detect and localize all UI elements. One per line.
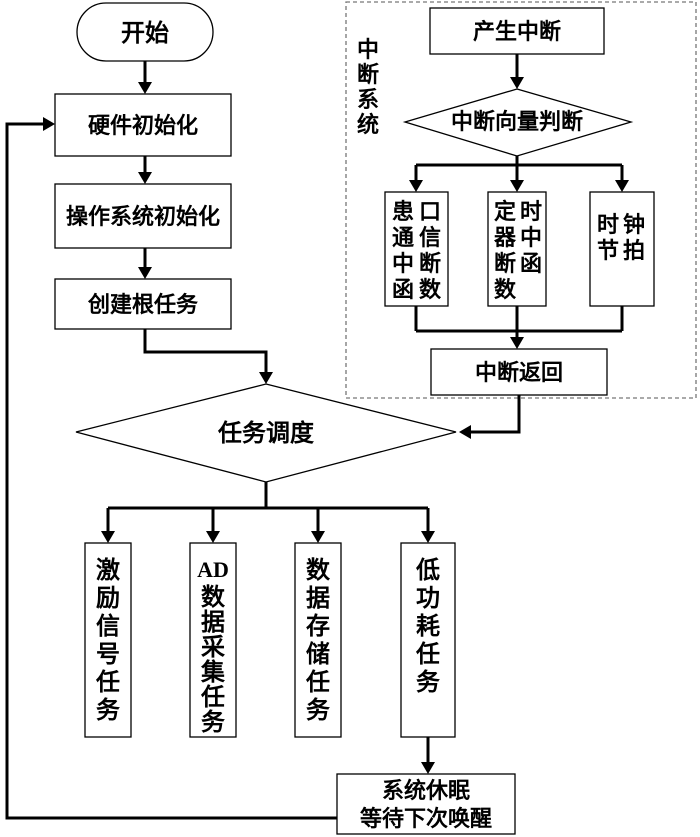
handler-serial-comm-interrupt: 患 通 中 函 口 信 断 数 bbox=[384, 191, 449, 307]
task-char: 集 bbox=[200, 658, 226, 686]
handler-char: 拍 bbox=[623, 238, 645, 263]
task-excitation-signal: 激 励 信 号 任 务 bbox=[84, 542, 132, 738]
handler-char: 患 bbox=[392, 199, 414, 224]
arrow-return-to-schedule-head bbox=[459, 425, 471, 439]
handler-char: 函 bbox=[392, 277, 414, 302]
task-data-storage: 数 据 存 储 任 务 bbox=[294, 542, 342, 738]
interrupt-return-label: 中断返回 bbox=[475, 360, 563, 385]
arrow-return-to-schedule bbox=[470, 395, 521, 434]
handler-char: 定 bbox=[494, 199, 516, 224]
interrupt-system-group bbox=[345, 1, 697, 399]
arrow-to-task-1-head bbox=[101, 531, 115, 543]
generate-interrupt-label: 产生中断 bbox=[473, 19, 561, 44]
handler-char: 时 bbox=[520, 199, 542, 224]
interrupt-system-title-char: 统 bbox=[357, 112, 379, 137]
arrow-hw-to-os-head bbox=[138, 172, 152, 184]
task-char: 信 bbox=[96, 612, 120, 640]
task-char: 务 bbox=[96, 696, 121, 724]
arrow-to-return-head bbox=[510, 337, 524, 349]
task-char: 存 bbox=[306, 613, 330, 640]
task-char: 务 bbox=[201, 708, 226, 736]
interrupt-system-title-char: 中 bbox=[357, 37, 379, 62]
task-scheduling-decision: 任务调度 bbox=[75, 383, 457, 483]
task-char: 任 bbox=[200, 683, 225, 711]
handler-char: 中 bbox=[520, 225, 542, 250]
start-node: 开始 bbox=[76, 2, 214, 62]
handler-char: 数 bbox=[419, 277, 442, 302]
create-root-task-node: 创建根任务 bbox=[54, 278, 232, 330]
system-sleep-node: 系统休眠 等待下次唤醒 bbox=[336, 773, 516, 835]
os-init-label: 操作系统初始化 bbox=[66, 204, 220, 229]
handler-char: 断 bbox=[419, 251, 441, 276]
task-low-power: 低 功 耗 任 务 bbox=[400, 542, 456, 738]
loop-back-line bbox=[5, 122, 337, 820]
arrow-os-to-root-head bbox=[138, 267, 152, 279]
task-char: 数 bbox=[306, 557, 331, 584]
task-char: 激 bbox=[96, 556, 120, 584]
arrow-to-handler-2-head bbox=[510, 180, 524, 192]
handler-timer-interrupt: 定 器 断 数 时 中 函 bbox=[487, 191, 547, 307]
interrupt-system-title: 中 断 系 统 bbox=[357, 37, 379, 137]
arrow-lowpower-to-sleep-head bbox=[421, 762, 435, 774]
task-char: 耗 bbox=[416, 613, 440, 640]
handler-char: 通 bbox=[392, 225, 414, 250]
task-char: 储 bbox=[306, 640, 330, 668]
handler-char: 信 bbox=[419, 225, 441, 250]
task-char: 任 bbox=[95, 668, 120, 696]
arrow-root-to-schedule-head bbox=[259, 372, 273, 384]
task-char: 任 bbox=[305, 668, 330, 696]
task-char: 据 bbox=[306, 585, 330, 612]
task-char: 采 bbox=[201, 634, 225, 661]
handler-char: 口 bbox=[419, 199, 441, 224]
task-char: 任 bbox=[415, 640, 440, 668]
handler-char: 器 bbox=[493, 225, 517, 250]
handler-char: 中 bbox=[392, 251, 414, 276]
task-char: 务 bbox=[306, 696, 331, 724]
handler-char: 节 bbox=[597, 238, 619, 263]
loop-back-head bbox=[43, 117, 55, 131]
generate-interrupt-node: 产生中断 bbox=[429, 7, 605, 55]
task-char: 低 bbox=[415, 557, 440, 584]
interrupt-system-title-char: 系 bbox=[357, 87, 379, 112]
task-char: 据 bbox=[201, 609, 225, 636]
arrow-start-to-hw-head bbox=[138, 82, 152, 94]
hw-init-node: 硬件初始化 bbox=[54, 93, 232, 157]
handler-char: 断 bbox=[494, 251, 516, 276]
task-char: 数 bbox=[201, 584, 226, 611]
task-char: 励 bbox=[96, 585, 120, 612]
arrow-generate-to-vector-head bbox=[510, 77, 524, 89]
handler-clock-tick: 时 节 钟 拍 bbox=[589, 191, 655, 307]
system-sleep-line-2: 等待下次唤醒 bbox=[360, 806, 492, 831]
arrow-to-task-4-head bbox=[421, 531, 435, 543]
task-char: AD bbox=[197, 557, 229, 582]
interrupt-vector-decision: 中断向量判断 bbox=[402, 88, 634, 157]
task-char: 功 bbox=[416, 585, 440, 612]
os-init-node: 操作系统初始化 bbox=[54, 183, 232, 249]
arrow-to-task-3-head bbox=[311, 531, 325, 543]
start-label: 开始 bbox=[121, 20, 169, 47]
arrow-to-handler-3-head bbox=[615, 180, 629, 192]
handler-char: 函 bbox=[520, 251, 542, 276]
interrupt-return-node: 中断返回 bbox=[430, 348, 608, 396]
handler-char: 时 bbox=[597, 212, 619, 237]
arrow-root-to-schedule bbox=[143, 329, 268, 373]
handler-char: 数 bbox=[494, 277, 517, 302]
arrow-to-task-2-head bbox=[206, 531, 220, 543]
task-char: 号 bbox=[96, 641, 120, 668]
task-scheduling-label: 任务调度 bbox=[217, 419, 315, 447]
handler-char: 钟 bbox=[623, 212, 645, 237]
system-sleep-line-1: 系统休眠 bbox=[382, 778, 470, 803]
interrupt-vector-label: 中断向量判断 bbox=[451, 109, 583, 134]
task-ad-acquisition: AD 数 据 采 集 任 务 bbox=[189, 542, 237, 738]
hw-init-label: 硬件初始化 bbox=[88, 113, 198, 138]
create-root-task-label: 创建根任务 bbox=[87, 292, 199, 317]
arrow-to-handler-1-head bbox=[409, 180, 423, 192]
interrupt-system-title-char: 断 bbox=[357, 62, 379, 87]
task-char: 务 bbox=[416, 668, 441, 696]
